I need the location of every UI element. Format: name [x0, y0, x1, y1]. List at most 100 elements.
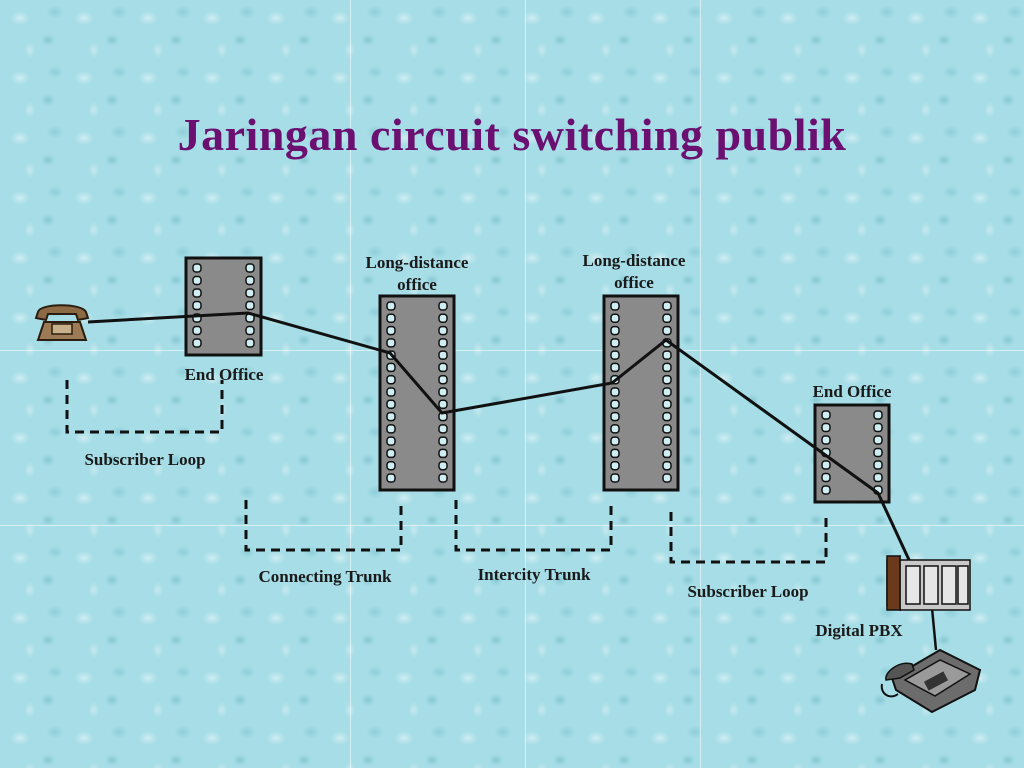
long-distance-office-2-port [662, 424, 672, 434]
long-distance-office-1-port [386, 301, 396, 311]
long-distance-office-1-port [386, 399, 396, 410]
long-distance-office-2-port [662, 374, 672, 385]
long-distance-office-2-port [610, 325, 620, 336]
long-distance-office-1-port [438, 436, 448, 446]
long-distance-office-1-label-line1: Long-distance [366, 253, 469, 272]
end-office-left-port [245, 275, 255, 286]
long-distance-office-2-port [662, 350, 672, 360]
connecting-trunk-label: Connecting Trunk [258, 567, 392, 586]
page-title: Jaringan circuit switching publik [177, 109, 847, 160]
long-distance-office-1-port [438, 460, 448, 471]
end-office-right-port [873, 422, 883, 433]
end-office-left-port [245, 338, 255, 348]
long-distance-office-2-port [610, 362, 620, 373]
digital-pbx-label: Digital PBX [815, 621, 903, 640]
long-distance-office-2-port [662, 362, 672, 373]
end-office-right-port [821, 472, 831, 483]
end-office-left-port [192, 300, 202, 311]
long-distance-office-1-port [438, 325, 448, 336]
telephone-icon [34, 304, 90, 341]
end-office-left-port [245, 300, 255, 311]
end-office-right-port [821, 410, 831, 420]
long-distance-office-1-port [438, 448, 448, 459]
long-distance-office-1-port [386, 387, 396, 397]
long-distance-office-2-port [662, 399, 672, 410]
desk-phone-icon [880, 648, 982, 714]
subscriber-loop-left-label: Subscriber Loop [84, 450, 205, 469]
end-office-left-port [192, 288, 202, 298]
long-distance-office-1-port [386, 338, 396, 348]
end-office-left-port [245, 288, 255, 298]
end-office-right-port [821, 422, 831, 433]
long-distance-office-1-port [438, 374, 448, 385]
subscriber-loop-right-bracket [669, 512, 828, 564]
long-distance-office-1-port [386, 448, 396, 459]
subscriber-loop-left-bracket [65, 380, 224, 434]
end-office-right-port [821, 485, 831, 495]
long-distance-office-2-port [610, 436, 620, 446]
long-distance-office-1-port [438, 350, 448, 360]
end-office-left-label: End Office [185, 365, 264, 384]
long-distance-office-1-port [438, 313, 448, 324]
long-distance-office-1-port [438, 387, 448, 397]
end-office-right-port [821, 435, 831, 445]
long-distance-office-2-port [610, 399, 620, 410]
long-distance-office-1-port [386, 473, 396, 483]
long-distance-office-2-port [662, 387, 672, 397]
long-distance-office-1-port [438, 362, 448, 373]
long-distance-office-1-port [386, 436, 396, 446]
long-distance-office-2-port [610, 473, 620, 483]
end-office-right-port [873, 410, 883, 420]
end-office-left-port [192, 338, 202, 348]
long-distance-office-1-port [438, 338, 448, 348]
long-distance-office-2-port [610, 411, 620, 422]
long-distance-office-2-port [610, 338, 620, 348]
long-distance-office-2-port [662, 411, 672, 422]
long-distance-office-2-port [662, 301, 672, 311]
long-distance-office-1-port [438, 399, 448, 410]
long-distance-office-1-port [438, 301, 448, 311]
long-distance-office-1-port [438, 473, 448, 483]
long-distance-office-1-port [386, 411, 396, 422]
long-distance-office-2-port [610, 460, 620, 471]
long-distance-office-2-port [610, 350, 620, 360]
long-distance-office-2-port [610, 387, 620, 397]
long-distance-office-2-port [662, 473, 672, 483]
long-distance-office-2-port [610, 424, 620, 434]
long-distance-office-1-port [386, 313, 396, 324]
long-distance-office-2-label-line1: Long-distance [583, 251, 686, 270]
long-distance-office-1-port [386, 374, 396, 385]
connecting-trunk-bracket [244, 500, 403, 552]
end-office-right-port [873, 447, 883, 458]
long-distance-office-2-port [610, 301, 620, 311]
subscriber-loop-right-label: Subscriber Loop [687, 582, 808, 601]
end-office-left-port [245, 325, 255, 336]
end-office-right-port [873, 435, 883, 445]
intercity-trunk-label: Intercity Trunk [478, 565, 591, 584]
long-distance-office-1-port [438, 424, 448, 434]
connection-path [87, 311, 912, 563]
end-office-left-port [192, 275, 202, 286]
end-office-right-port [821, 460, 831, 470]
pbx-icon [886, 554, 971, 612]
long-distance-office-2-port [610, 448, 620, 459]
long-distance-office-2-port [662, 436, 672, 446]
end-office-right-port [873, 460, 883, 470]
long-distance-office-2-label-line2: office [614, 273, 654, 292]
long-distance-office-2-port [662, 325, 672, 336]
long-distance-office-2-port [662, 313, 672, 324]
long-distance-office-1-port [386, 325, 396, 336]
end-office-left-port [192, 325, 202, 336]
end-office-left-port [192, 263, 202, 273]
end-office-right-label: End Office [813, 382, 892, 401]
end-office-right-port [873, 472, 883, 483]
long-distance-office-1-label-line2: office [397, 275, 437, 294]
long-distance-office-2-port [662, 460, 672, 471]
long-distance-office-2-port [610, 313, 620, 324]
long-distance-office-1-port [386, 424, 396, 434]
pbx-to-phone-line [930, 607, 938, 651]
long-distance-office-1-port [386, 362, 396, 373]
intercity-trunk-bracket [454, 500, 613, 552]
long-distance-office-2-port [662, 448, 672, 459]
